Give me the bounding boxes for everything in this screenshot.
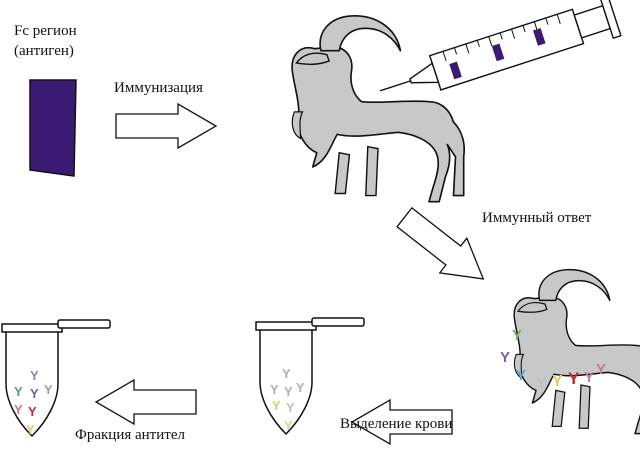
tube-antibody-fraction	[1, 319, 111, 437]
svg-text:Y: Y	[296, 380, 305, 395]
svg-text:Y: Y	[516, 367, 526, 384]
label-immune-response: Иммунный ответ	[482, 210, 592, 226]
svg-text:Y: Y	[512, 327, 522, 344]
svg-text:Y: Y	[14, 384, 23, 399]
tube-fraction-antibodies: Y Y Y Y Y Y Y	[14, 368, 53, 437]
tube-blood-antibodies: Y Y Y Y Y Y Y	[270, 366, 305, 433]
svg-text:Y: Y	[30, 386, 39, 401]
goat-immunized	[291, 15, 466, 203]
svg-text:Y: Y	[286, 400, 295, 415]
svg-text:Y: Y	[14, 402, 23, 417]
label-antigen-line2: (антиген)	[14, 43, 74, 59]
svg-text:Y: Y	[584, 369, 594, 386]
goat-with-antibodies	[513, 268, 640, 435]
label-immunization: Иммунизация	[114, 80, 203, 96]
svg-text:Y: Y	[552, 373, 563, 390]
svg-text:Y: Y	[596, 361, 606, 378]
svg-text:Y: Y	[500, 349, 510, 366]
svg-text:Y: Y	[284, 418, 293, 433]
label-antigen-line1: Fc регион	[14, 23, 77, 39]
label-blood-isolation: Выделение крови	[340, 416, 453, 432]
svg-text:Y: Y	[44, 382, 53, 397]
label-antibody-fraction: Фракция антител	[75, 427, 185, 443]
svg-text:Y: Y	[30, 368, 39, 383]
svg-text:Y: Y	[536, 375, 547, 392]
arrow-immune-response	[390, 199, 498, 297]
arrow-immunization	[115, 103, 217, 149]
svg-text:Y: Y	[282, 366, 291, 381]
svg-text:Y: Y	[28, 404, 37, 419]
antigen-fc-region	[29, 79, 77, 177]
svg-text:Y: Y	[284, 384, 293, 399]
svg-text:Y: Y	[270, 382, 279, 397]
svg-text:Y: Y	[26, 422, 35, 437]
tube-blood	[255, 317, 365, 435]
arrow-antibody-fraction	[95, 379, 197, 425]
goat-antibodies: Y Y Y Y Y Y Y Y	[500, 327, 606, 392]
svg-text:Y: Y	[568, 369, 580, 388]
syringe	[379, 0, 622, 92]
svg-text:Y: Y	[272, 398, 281, 413]
